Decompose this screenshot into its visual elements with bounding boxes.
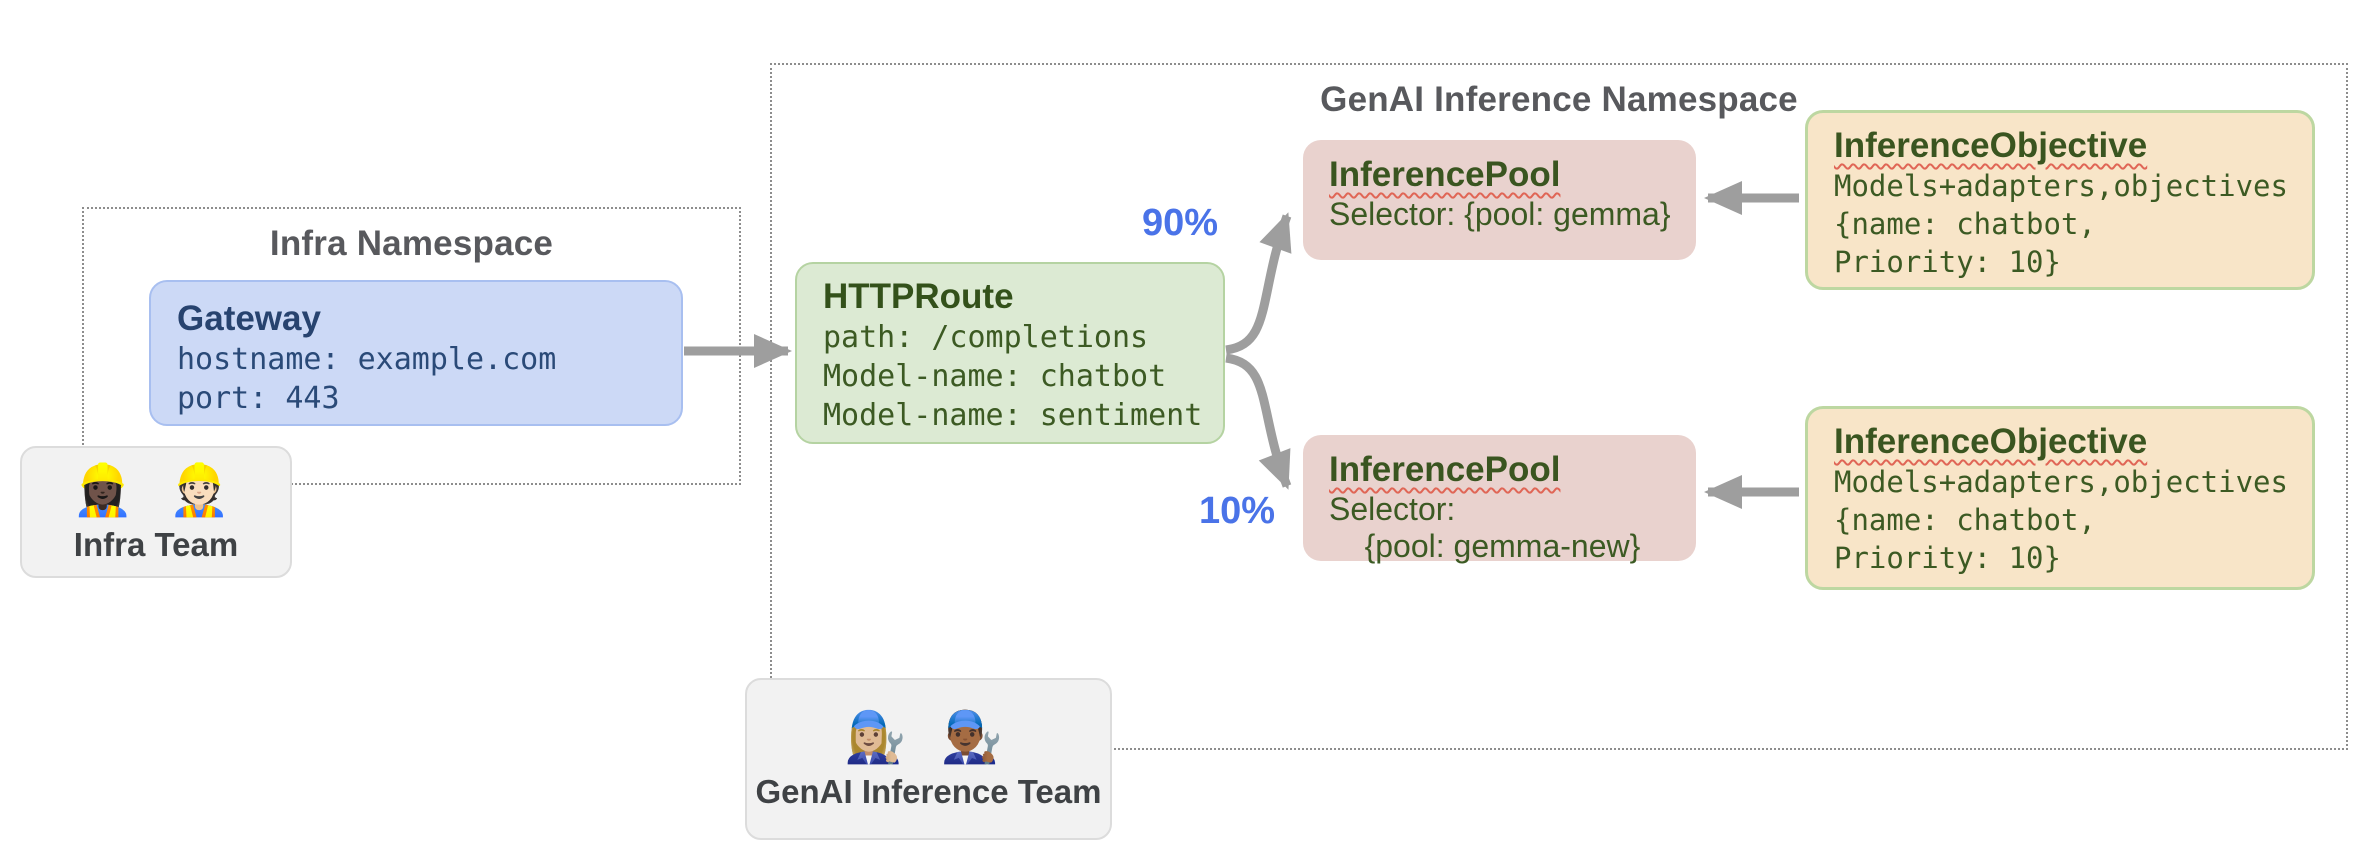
gateway-node: Gateway hostname: example.com port: 443 [149, 280, 683, 426]
genai-team-label: GenAI Inference Team [755, 773, 1102, 810]
config-line: {pool: gemma-new} [1329, 528, 1641, 564]
gateway-config-lines: hostname: example.com port: 443 [177, 340, 681, 418]
inference-pool-bottom-node: InferencePool Selector: {pool: gemma-new… [1303, 435, 1696, 564]
config-line: Selector: {pool: gemma} [1329, 196, 1671, 232]
config-line: Models+adapters,objectives [1834, 465, 2288, 499]
inference-objective-bottom-node: InferenceObjective Models+adapters,objec… [1805, 406, 2315, 590]
inference-objective-bottom-lines: Models+adapters,objectives {name: chatbot… [1834, 463, 2312, 577]
infra-team-card: 👷🏿‍♀️ 👷🏻 Infra Team [20, 446, 292, 578]
genai-team-card: 👩🏼‍🔧 👨🏾‍🔧 GenAI Inference Team [745, 678, 1112, 840]
config-line: Selector: [1329, 491, 1456, 527]
config-line: {name: chatbot, [1834, 503, 2096, 537]
mechanic-emojis: 👩🏼‍🔧 👨🏾‍🔧 [844, 709, 1013, 765]
construction-worker-emojis: 👷🏿‍♀️ 👷🏻 [71, 462, 241, 518]
inference-pool-top-lines: Selector: {pool: gemma} [1329, 196, 1696, 233]
config-line: Models+adapters,objectives [1834, 169, 2288, 203]
config-line: Priority: 10} [1834, 245, 2061, 279]
config-line: Model-name: chatbot [823, 359, 1167, 394]
inference-objective-top-lines: Models+adapters,objectives {name: chatbot… [1834, 167, 2312, 281]
traffic-split-90-label: 90% [1141, 202, 1218, 244]
config-line: Priority: 10} [1834, 541, 2061, 575]
infra-namespace-title: Infra Namespace [269, 224, 554, 263]
inference-pool-bottom-title: InferencePool [1329, 450, 1561, 489]
config-line: path: /completions [823, 320, 1149, 355]
inference-pool-top-title: InferencePool [1329, 155, 1561, 194]
genai-namespace-title: GenAI Inference Namespace [1320, 80, 1798, 119]
infra-namespace-container: Infra Namespace Gateway hostname: exampl… [82, 207, 741, 485]
gateway-title: Gateway [177, 299, 321, 338]
traffic-split-10-label: 10% [1198, 490, 1275, 532]
inference-objective-top-title: InferenceObjective [1834, 126, 2148, 165]
inference-objective-bottom-title: InferenceObjective [1834, 422, 2148, 461]
inference-objective-top-node: InferenceObjective Models+adapters,objec… [1805, 110, 2315, 290]
config-line: port: 443 [177, 381, 340, 416]
genai-namespace-container: GenAI Inference Namespace HTTPRoute path… [770, 63, 2348, 750]
inference-pool-top-node: InferencePool Selector: {pool: gemma} [1303, 140, 1696, 260]
httproute-title: HTTPRoute [823, 277, 1014, 316]
infra-team-label: Infra Team [73, 526, 239, 563]
config-line: {name: chatbot, [1834, 207, 2096, 241]
inference-pool-bottom-lines: Selector: {pool: gemma-new} [1329, 491, 1696, 565]
config-line: Model-name: sentiment [823, 398, 1203, 433]
config-line: hostname: example.com [177, 342, 557, 377]
